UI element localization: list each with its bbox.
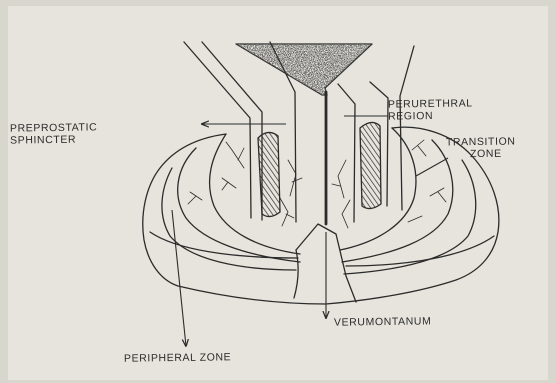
perurethral-label-line2: REGION bbox=[388, 109, 473, 122]
peripheral-zone-label: PERIPHERAL ZONE bbox=[124, 351, 231, 364]
preprostatic-sphincter-left bbox=[258, 132, 280, 216]
preprostatic-label: PREPROSTATIC SPHINCTER bbox=[10, 121, 98, 146]
verumontanum-label: VERUMONTANUM bbox=[334, 315, 432, 328]
transition-label-line2: ZONE bbox=[446, 148, 516, 161]
perurethral-label: PERURETHRAL REGION bbox=[388, 97, 473, 122]
transition-label: TRANSITION ZONE bbox=[446, 136, 516, 161]
preprostatic-sphincter-right bbox=[360, 122, 381, 208]
preprostatic-label-line1: PREPROSTATIC bbox=[10, 121, 97, 134]
transition-label-line1: TRANSITION bbox=[446, 136, 516, 149]
perurethral-label-line1: PERURETHRAL bbox=[388, 97, 473, 110]
preprostatic-label-line2: SPHINCTER bbox=[10, 133, 97, 146]
